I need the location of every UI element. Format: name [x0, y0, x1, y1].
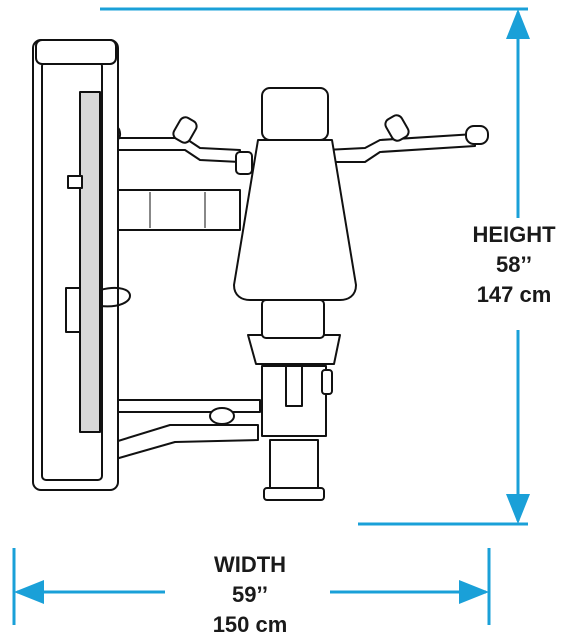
- seat-foot: [263, 487, 325, 501]
- tower-panel: [65, 287, 81, 333]
- left-arm-pivot: [235, 151, 253, 175]
- base-crossbar: [117, 399, 261, 413]
- tower-pin: [67, 175, 83, 189]
- side-lever: [321, 369, 333, 395]
- height-metric: 147 cm: [476, 282, 552, 307]
- tower-top-cap: [35, 39, 117, 65]
- machine-drawing: [32, 39, 489, 501]
- width-imperial: 59’’: [232, 582, 268, 607]
- base-beam-left: [104, 424, 259, 461]
- horizontal-beam: [114, 189, 241, 231]
- height-title: HEIGHT: [472, 222, 556, 247]
- width-label: WIDTH 59’’ 150 cm: [190, 550, 310, 640]
- height-imperial: 58’’: [496, 252, 532, 277]
- seat-base: [261, 299, 325, 339]
- seat-cushion: [247, 334, 341, 365]
- width-dimension: [12, 548, 491, 625]
- right-handle: [465, 125, 489, 145]
- width-metric: 150 cm: [212, 612, 288, 637]
- base-plate: [209, 407, 235, 425]
- cable-loop: [99, 287, 131, 308]
- head-rest: [261, 87, 329, 141]
- back-pad: [233, 139, 357, 301]
- left-arm: [99, 137, 241, 163]
- right-arm: [324, 133, 476, 163]
- width-title: WIDTH: [213, 552, 287, 577]
- tower-slot: [79, 91, 101, 433]
- left-grip: [172, 116, 198, 144]
- height-dimension: [100, 7, 530, 526]
- height-label: HEIGHT 58’’ 147 cm: [455, 220, 573, 310]
- adjust-knob: [285, 365, 303, 407]
- right-grip: [384, 114, 410, 142]
